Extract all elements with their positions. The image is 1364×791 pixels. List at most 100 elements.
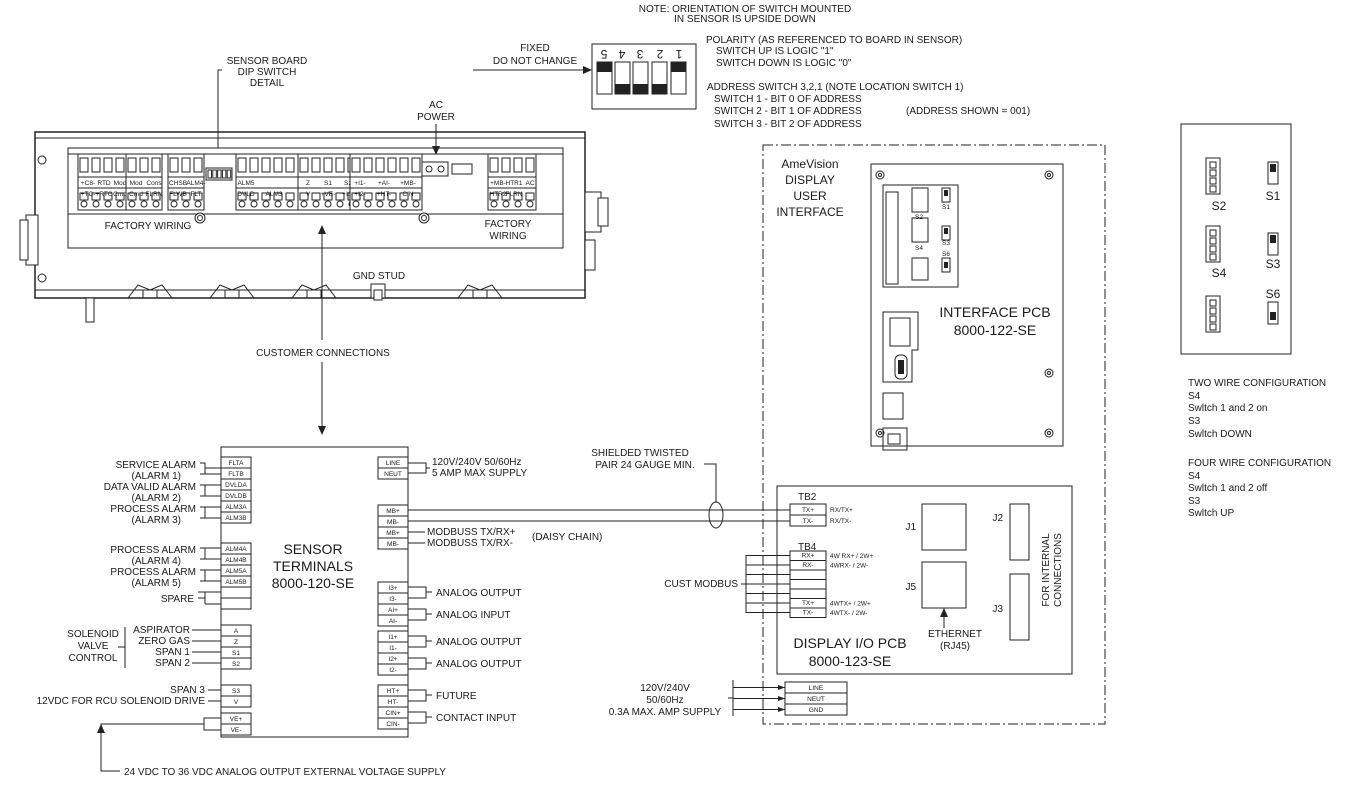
- sensor-left-pin-9-text: ALM5B: [225, 579, 246, 586]
- sensor-left-pin-5-text: ALM3B: [225, 515, 246, 522]
- strip-label-top-17: HTR1: [506, 180, 523, 187]
- alarm5-label: (ALARM 5): [132, 578, 181, 589]
- sensor-left-pin-2-text: DVLDA: [225, 482, 247, 489]
- sensor-right-pin-15-text: HT-: [388, 699, 398, 706]
- dip-number-1: 1: [675, 47, 682, 61]
- strip-label-bottom-10: V: [306, 191, 311, 198]
- display-power-label-line2: 50/60Hz: [646, 695, 683, 706]
- sensor-left-pin-14-text: S1: [232, 650, 240, 657]
- sensor-left-pin-17-text: V: [234, 699, 239, 706]
- sensor-right-pin-12-text: I2+: [388, 656, 397, 663]
- interface-pcb: S2 S1 S4 S3 S6 INTERFACE PCB 8000-122-SE: [870, 163, 1064, 451]
- sensor-right-pin-10: I1+: [377, 630, 409, 643]
- dip-number-2: 2: [656, 47, 663, 61]
- two-wire-title: TWO WIRE CONFIGURATION: [1188, 378, 1326, 389]
- strip-label-top-16: +MB-: [490, 180, 506, 187]
- factory-wiring-left: FACTORY WIRING: [105, 221, 192, 232]
- modbus-label-line1: MODBUSS TX/RX+: [427, 527, 516, 538]
- io-pcb-title-line1: DISPLAY I/O PCB: [793, 635, 906, 651]
- sensor-left-pin-9: ALM5B: [220, 575, 252, 588]
- tb4-desc-5: 4WTX+ / 2W+: [830, 601, 871, 608]
- span2-label: SPAN 2: [155, 658, 190, 669]
- display-power-pin-0-text: LINE: [809, 685, 824, 692]
- ac-power-label-line1: AC: [429, 100, 443, 111]
- sensor-right-pin-7-text: I3-: [389, 596, 397, 603]
- tb4-label: TB4: [798, 542, 817, 553]
- sensor-left-pin-13: Z: [220, 635, 252, 648]
- tb2-pin-1: TX-: [789, 514, 827, 527]
- address-note-line4: SWITCH 3 - BIT 2 OF ADDRESS: [714, 119, 862, 130]
- interface-s1-label: S1: [942, 204, 950, 211]
- display-power-label-line3: 0.3A MAX. AMP SUPPLY: [609, 707, 722, 718]
- sensor-left-pin-3: DVLDB: [220, 489, 252, 502]
- sensor-left-pin-7: ALM4B: [220, 553, 252, 566]
- sensor-right-pin-0: LINE: [377, 456, 409, 469]
- sensor-left-pin-12: A: [220, 624, 252, 637]
- strip-label-top-11: S1: [324, 180, 332, 187]
- display-power-pin-1: NEUT: [784, 692, 848, 705]
- solenoid-label-line1: SOLENOID: [67, 629, 119, 640]
- j3-label: J3: [992, 604, 1003, 615]
- fixed-label: FIXED: [520, 43, 549, 54]
- sensor-right-pin-11-text: I1-: [389, 645, 397, 652]
- sensor-left-pin-4-text: ALM3A: [225, 504, 247, 511]
- display-power-pin-1-text: NEUT: [807, 696, 825, 703]
- tb2-pin-0-text: TX+: [802, 507, 814, 514]
- four-wire-line4: S3: [1188, 496, 1201, 507]
- sensor-left-pin-0-text: FLTA: [229, 460, 245, 467]
- terminal-block-5: +I1-+I2-+AI-+HT-+MB-CIN: [349, 153, 423, 211]
- span1-label: SPAN 1: [155, 647, 190, 658]
- config-s2-label: S2: [1212, 199, 1227, 213]
- sensor-right-pin-4: MB+: [377, 526, 409, 539]
- process-alarm-4-label: PROCESS ALARM: [110, 545, 196, 556]
- switch-config-panel: S2 S1 S4 S3 S6: [1180, 123, 1292, 355]
- alarm3-label: (ALARM 3): [132, 515, 181, 526]
- strip-label-bottom-3: Cmd: [129, 191, 143, 198]
- four-wire-config-note: FOUR WIRE CONFIGURATION S4 Swltch 1 and …: [1188, 458, 1331, 519]
- sensor-right-pin-9-text: AI-: [389, 618, 397, 625]
- sensor-terminal-strips: +C8-+TC-RTD+RTCModCmdModCmdConsFLRNCHSBF…: [77, 153, 537, 211]
- display-power-pin-2-text: GND: [809, 707, 824, 714]
- sensor-left-pin-12-text: A: [234, 628, 239, 635]
- gnd-stud-shape: [370, 283, 386, 301]
- sensor-left-pin-1: FLTB: [220, 467, 252, 480]
- sensor-left-pin-16-text: S3: [232, 688, 240, 695]
- tb4-pin-0: RX+: [789, 550, 827, 561]
- tb2-desc-1: RX/TX-: [830, 518, 851, 525]
- four-wire-title: FOUR WIRE CONFIGURATION: [1188, 458, 1331, 469]
- interface-s4-label: S4: [915, 245, 923, 252]
- display-title-line2: DISPLAY: [785, 173, 835, 187]
- four-wire-line5: Swltch UP: [1188, 508, 1234, 519]
- sensor-right-pin-11: I1-: [377, 641, 409, 654]
- sensor-right-pin-13: I2-: [377, 663, 409, 676]
- address-note-line2: SWITCH 1 - BIT 0 OF ADDRESS: [714, 94, 862, 105]
- customer-connections-label: CUSTOMER CONNECTIONS: [256, 348, 390, 359]
- strip-label-bottom-15: CIN: [402, 191, 414, 198]
- do-not-change-label: DO NOT CHANGE: [493, 56, 578, 67]
- span3-label: SPAN 3: [170, 685, 205, 696]
- sensor-left-pin-3-text: DVLDB: [225, 493, 247, 500]
- internal-connections-line1: FOR INTERNAL: [1041, 533, 1052, 607]
- ethernet-label-line2: (RJ45): [940, 641, 970, 652]
- process-alarm-5-label: PROCESS ALARM: [110, 567, 196, 578]
- display-power-label-line1: 120V/240V: [640, 683, 690, 694]
- sensor-right-pin-14-text: HT+: [387, 688, 400, 695]
- sensor-right-pin-17: CIN-: [377, 717, 409, 730]
- cable-label-line2: PAIR 24 GAUGE MIN.: [595, 460, 694, 471]
- sensor-right-pin-17-text: CIN-: [386, 721, 399, 728]
- strip-label-bottom-14: +HT-: [377, 191, 391, 198]
- sensor-right-pin-14: HT+: [377, 684, 409, 697]
- strip-label-bottom-17: FLRN: [506, 191, 523, 198]
- sensor-right-pin-16-text: CIN+: [386, 710, 401, 717]
- display-power-pin-2: GND: [784, 703, 848, 716]
- dip-number-3: 3: [636, 47, 643, 61]
- sensor-terminals-title-line3: 8000-120-SE: [272, 575, 355, 591]
- sensor-left-pin-14: S1: [220, 646, 252, 659]
- two-wire-config-note: TWO WIRE CONFIGURATION S4 Swltch 1 and 2…: [1188, 378, 1326, 440]
- tb4-pin-6-text: TX-: [803, 610, 813, 617]
- display-title-line1: AmeVision: [781, 157, 838, 171]
- solenoid-label-line2: VALVE: [78, 641, 109, 652]
- sensor-right-labels: 120V/240V 50/60Hz 5 AMP MAX SUPPLY MODBU…: [408, 457, 602, 724]
